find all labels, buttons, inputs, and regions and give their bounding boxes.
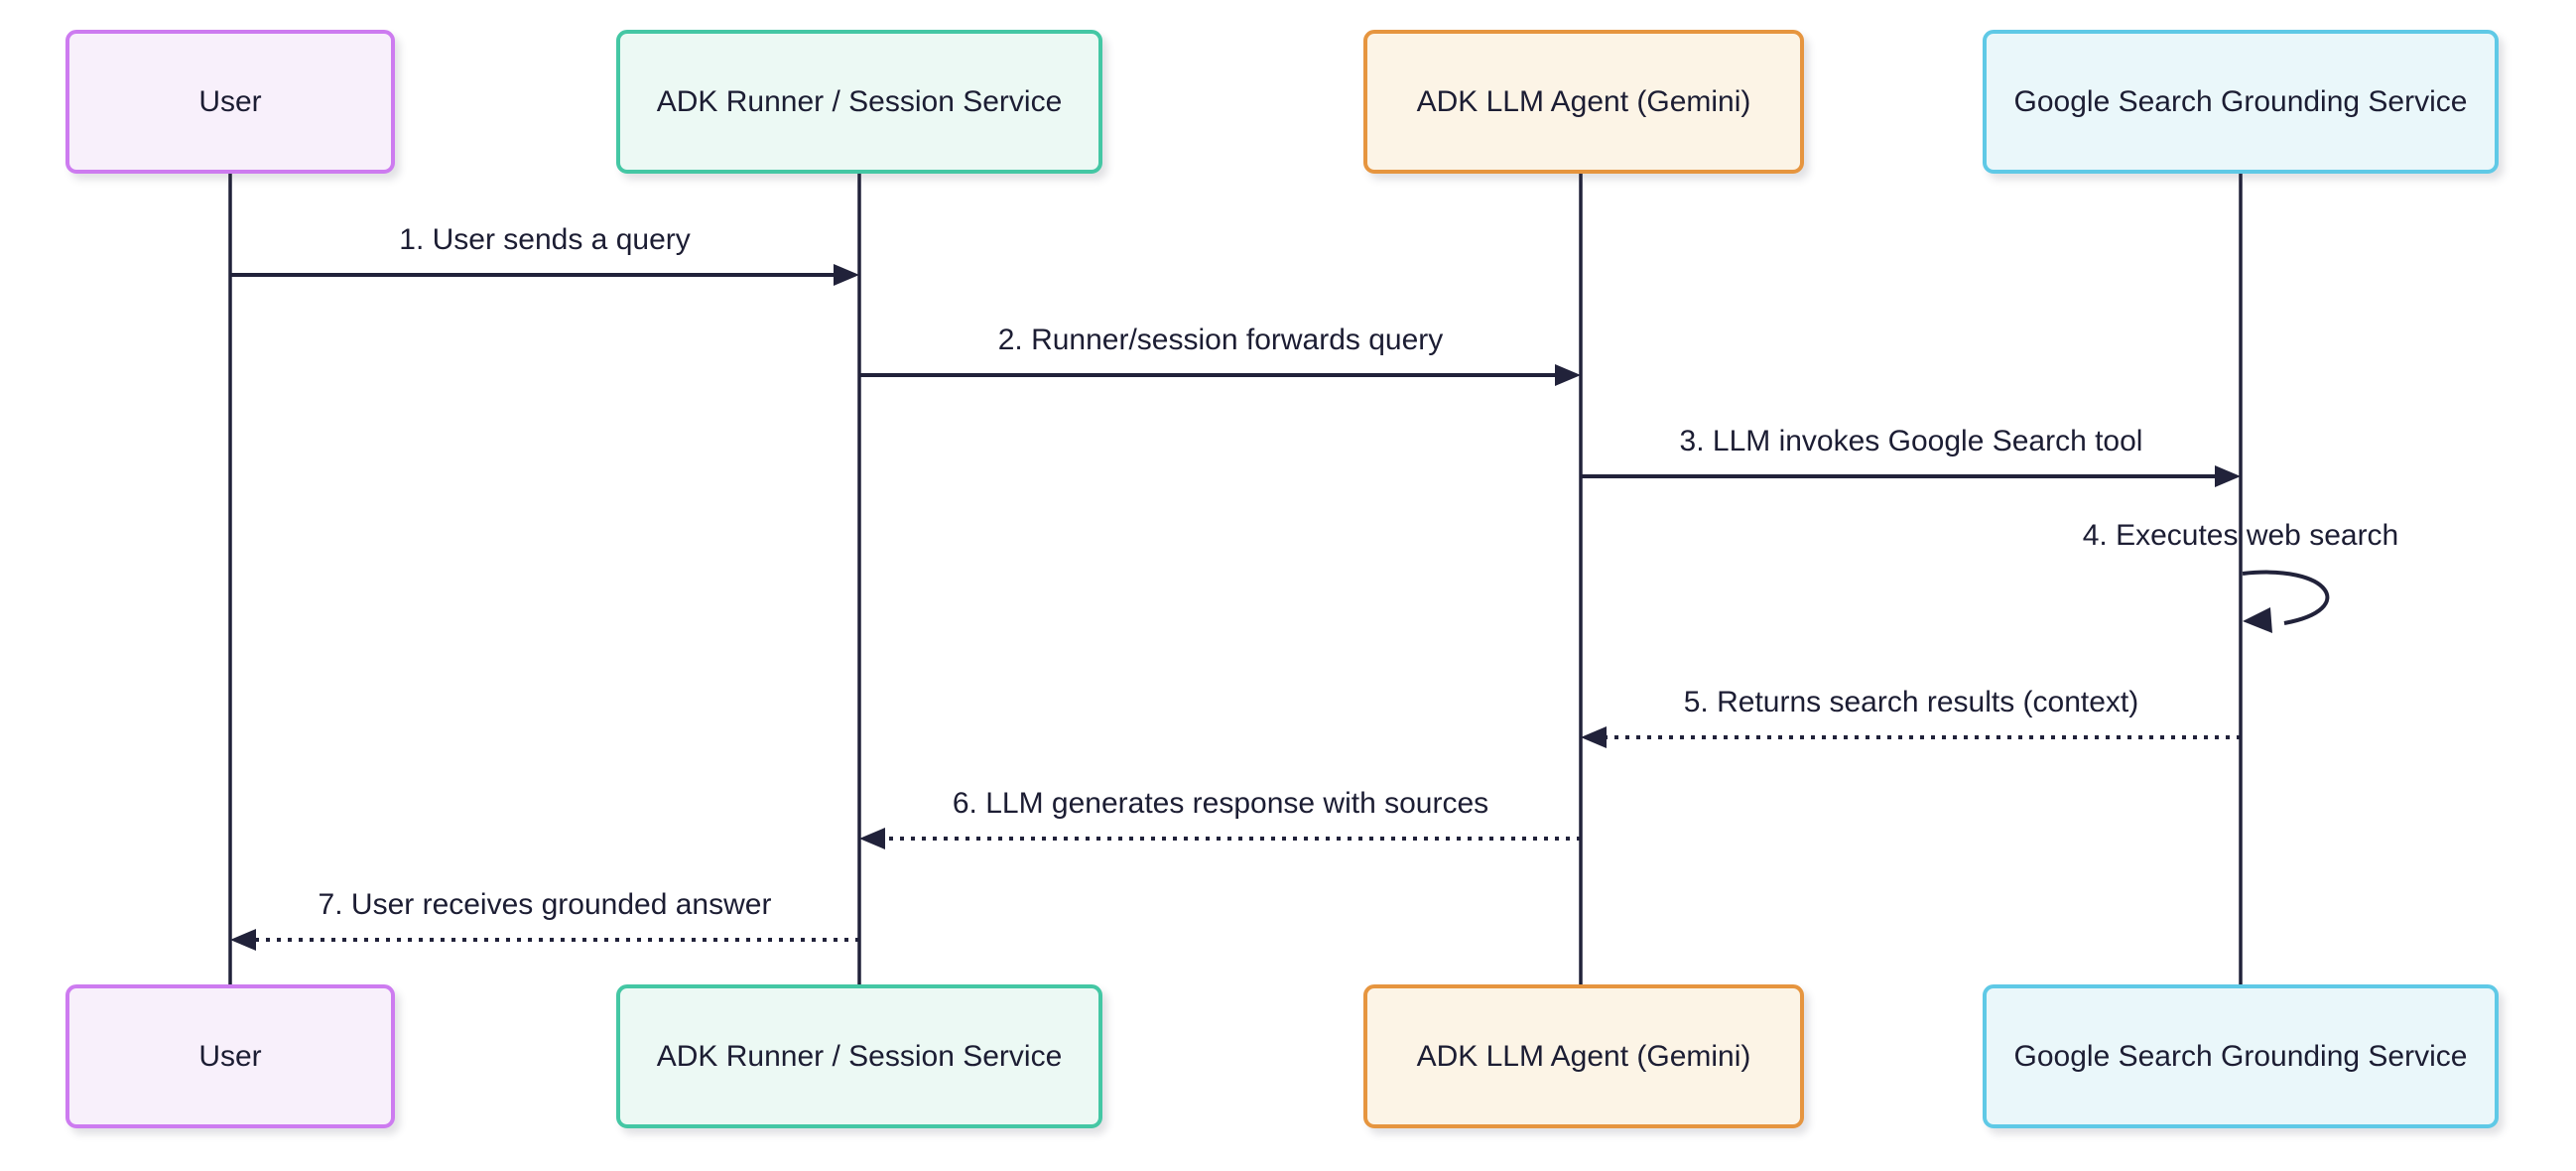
message-label-5: 5. Returns search results (context) bbox=[1683, 686, 2139, 718]
actor-user-label: User bbox=[198, 1039, 262, 1073]
message-arrowhead-3 bbox=[2215, 465, 2241, 487]
message-label-2: 2. Runner/session forwards query bbox=[997, 324, 1444, 356]
message-arrowhead-7 bbox=[230, 929, 256, 951]
self-loop-arrowhead-4 bbox=[2243, 607, 2272, 633]
actor-runner-label: ADK Runner / Session Service bbox=[656, 1039, 1063, 1073]
actor-llm-agent-label: ADK LLM Agent (Gemini) bbox=[1416, 84, 1751, 118]
actor-google-search-label: Google Search Grounding Service bbox=[2013, 84, 2468, 118]
actor-llm-agent-label: ADK LLM Agent (Gemini) bbox=[1416, 1039, 1751, 1073]
actor-google-search-top: Google Search Grounding Service bbox=[1983, 30, 2499, 174]
message-label-7: 7. User receives grounded answer bbox=[318, 888, 772, 921]
actor-google-search-label: Google Search Grounding Service bbox=[2013, 1039, 2468, 1073]
actor-user-top: User bbox=[65, 30, 395, 174]
message-label-3: 3. LLM invokes Google Search tool bbox=[1679, 425, 2143, 457]
actor-runner-bottom: ADK Runner / Session Service bbox=[616, 984, 1102, 1128]
message-arrowhead-1 bbox=[834, 264, 859, 286]
message-label-4: 4. Executes web search bbox=[2082, 519, 2399, 552]
actor-google-search-bottom: Google Search Grounding Service bbox=[1983, 984, 2499, 1128]
actor-user-bottom: User bbox=[65, 984, 395, 1128]
self-loop-line-4 bbox=[2242, 570, 2330, 625]
message-arrowhead-5 bbox=[1581, 726, 1607, 748]
actor-user-label: User bbox=[198, 84, 262, 118]
actor-llm-agent-top: ADK LLM Agent (Gemini) bbox=[1363, 30, 1804, 174]
message-arrowhead-6 bbox=[859, 828, 885, 849]
actor-runner-label: ADK Runner / Session Service bbox=[656, 84, 1063, 118]
message-arrowhead-2 bbox=[1555, 364, 1581, 386]
actor-llm-agent-bottom: ADK LLM Agent (Gemini) bbox=[1363, 984, 1804, 1128]
actor-runner-top: ADK Runner / Session Service bbox=[616, 30, 1102, 174]
message-label-1: 1. User sends a query bbox=[399, 223, 691, 256]
message-label-6: 6. LLM generates response with sources bbox=[952, 787, 1489, 820]
